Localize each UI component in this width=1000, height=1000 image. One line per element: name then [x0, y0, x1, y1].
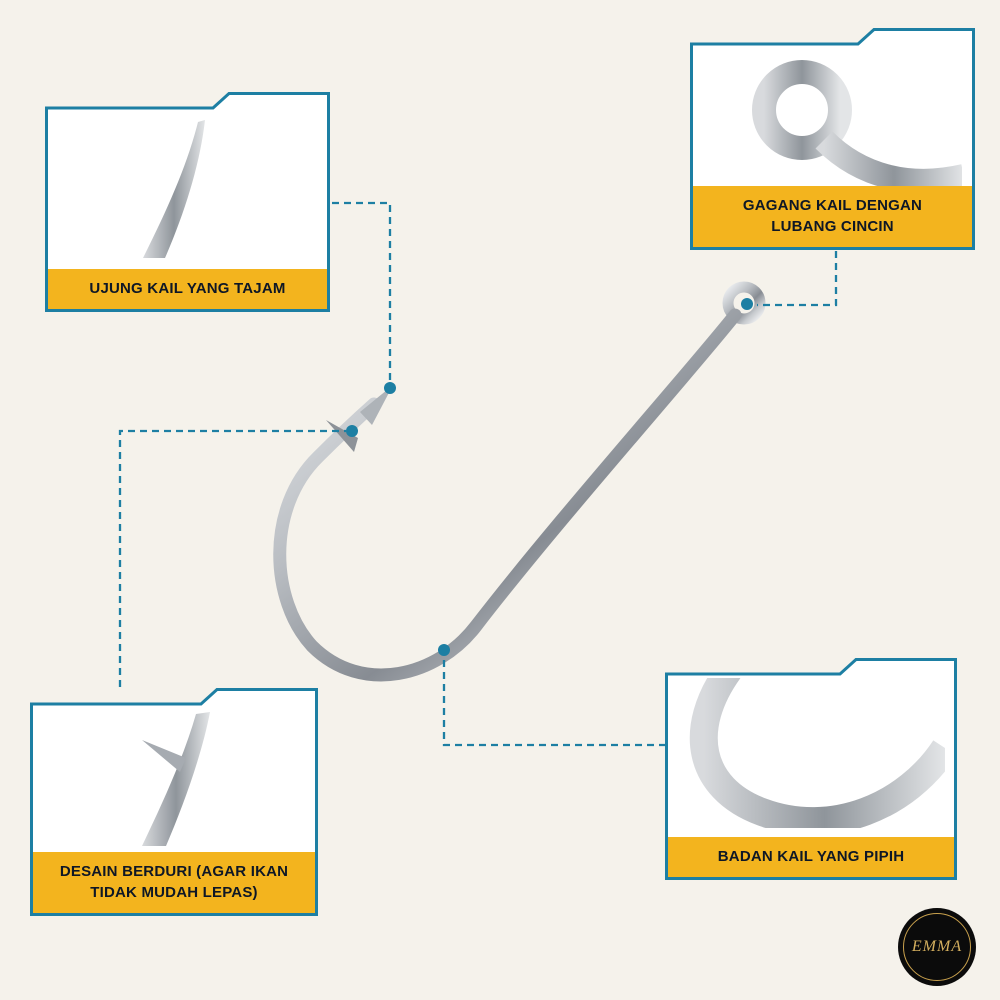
- connector-line-body: [442, 656, 666, 747]
- hook-shank: [273, 308, 742, 682]
- label-line: LUBANG CINCIN: [771, 218, 894, 236]
- callout-barb: DESAIN BERDURI (AGAR IKAN TIDAK MUDAH LE…: [30, 688, 318, 916]
- hook-eye: [722, 281, 766, 325]
- barb-closeup-image: [142, 712, 210, 846]
- label-line: DESAIN BERDURI (AGAR IKAN: [59, 862, 289, 880]
- label-line: UJUNG KAIL YANG TAJAM: [89, 280, 286, 298]
- callout-point-label: UJUNG KAIL YANG TAJAM: [48, 269, 327, 309]
- label-line: TIDAK MUDAH LEPAS): [90, 884, 258, 902]
- label-line: GAGANG KAIL DENGAN: [742, 196, 923, 214]
- callout-point-frame: [45, 92, 330, 312]
- dot-body: [438, 644, 450, 656]
- dot-eye: [741, 298, 753, 310]
- brand-logo-text: EMMA: [911, 938, 963, 955]
- callout-body-label: BADAN KAIL YANG PIPIH: [668, 837, 954, 877]
- dot-point: [384, 382, 396, 394]
- connector-line-eye: [757, 251, 838, 307]
- connector-line-barb: [118, 429, 346, 687]
- callout-body: BADAN KAIL YANG PIPIH: [665, 658, 957, 880]
- eye-closeup-image: [752, 60, 962, 193]
- dot-barb: [346, 425, 358, 437]
- callout-body-frame: [665, 658, 957, 880]
- hook-point: [360, 385, 393, 425]
- label-line: BADAN KAIL YANG PIPIH: [717, 848, 905, 866]
- hook-barb: [326, 420, 358, 452]
- connector-line-point: [332, 201, 392, 381]
- point-closeup-image: [143, 120, 205, 258]
- callout-eye: GAGANG KAIL DENGAN LUBANG CINCIN: [690, 28, 975, 250]
- callout-barb-label: DESAIN BERDURI (AGAR IKAN TIDAK MUDAH LE…: [33, 851, 315, 913]
- callout-eye-label: GAGANG KAIL DENGAN LUBANG CINCIN: [693, 185, 972, 247]
- brand-logo: EMMA: [898, 908, 976, 986]
- body-closeup-image: [689, 678, 945, 828]
- callout-point: UJUNG KAIL YANG TAJAM: [45, 92, 330, 312]
